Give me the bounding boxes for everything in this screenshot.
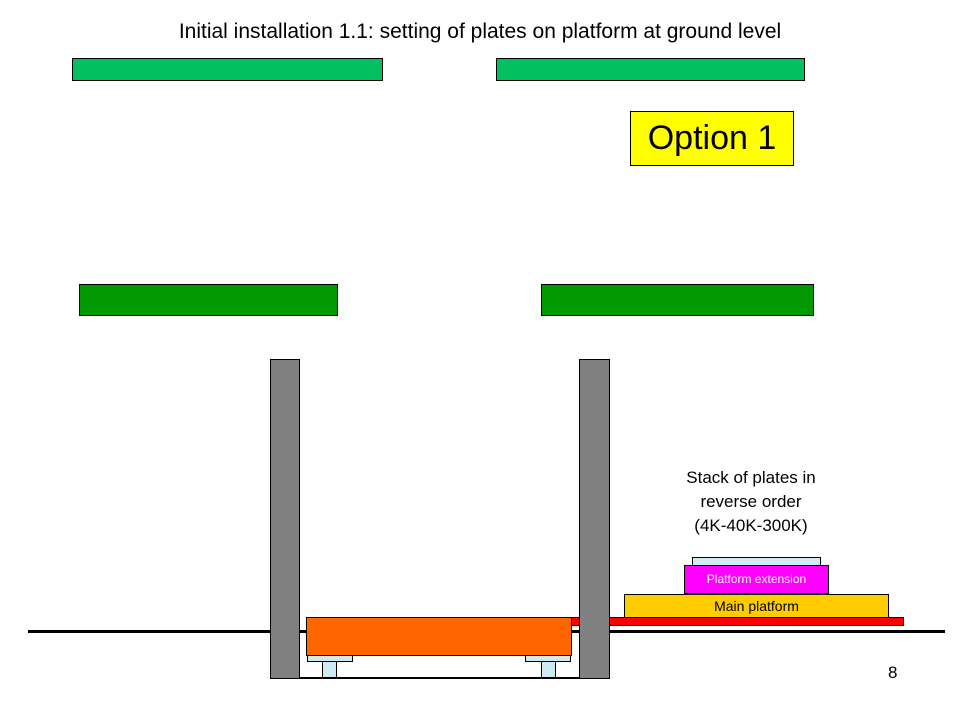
column-left (270, 359, 300, 679)
top-plate-right (496, 58, 805, 81)
pit-bottom-line (270, 677, 600, 679)
stack-label-line2: reverse order (700, 492, 802, 511)
option-label: Option 1 (630, 111, 794, 166)
page-number: 8 (888, 663, 898, 682)
plate-stack-top (692, 557, 821, 566)
foot-right-post (541, 661, 556, 678)
rail-bar (560, 617, 904, 626)
stack-label-line3: (4K-40K-300K) (694, 516, 808, 535)
top-plate-left (72, 58, 383, 81)
slide-title: Initial installation 1.1: setting of pla… (178, 20, 782, 43)
mid-plate-left (79, 284, 338, 316)
platform-extension: Platform extension (684, 565, 829, 594)
cryostat-base (306, 617, 572, 656)
stack-of-plates-label: Stack of plates in reverse order (4K-40K… (651, 466, 851, 538)
stack-label-line1: Stack of plates in (686, 468, 816, 487)
main-platform: Main platform (624, 594, 889, 618)
column-right (579, 359, 610, 679)
foot-left-post (322, 661, 337, 678)
mid-plate-right (541, 284, 814, 316)
